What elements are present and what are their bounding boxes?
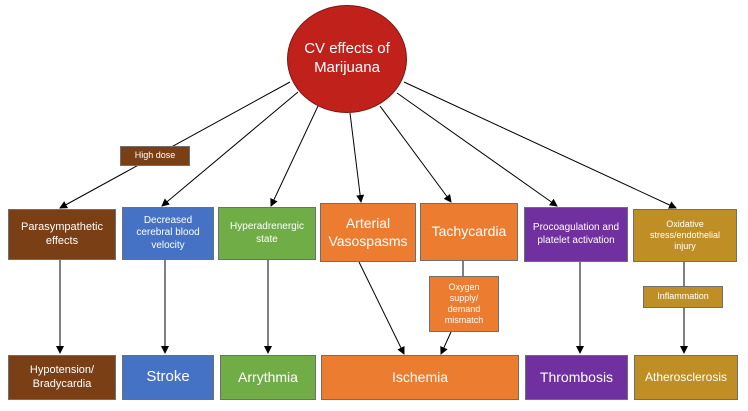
ischemia-outcome: Ischemia [321,355,519,400]
parasympathetic-box: Parasympathetic effects [8,209,116,260]
vasospasms-box: Arterial Vasospasms [320,203,416,262]
cerebral-velocity-box: Decreased cerebral blood velocity [122,207,214,260]
arrow-to-tachycardia [379,105,452,203]
arrow-oxygen-to-ischemia [440,331,452,355]
arrow-to-parasympathetic [59,81,291,209]
oxidative-stress-box: Oxidative stress/endothelial injury [633,209,737,262]
arrythmia-outcome: Arrythmia [220,355,316,400]
thrombosis-outcome: Thrombosis [525,355,628,400]
atherosclerosis-outcome: Atherosclerosis [634,355,738,400]
hypotension-outcome: Hypotension/ Bradycardia [8,355,116,400]
tachycardia-box: Tachycardia [420,203,518,261]
arrow-to-cerebral [161,91,299,207]
hyperadrenergic-box: Hyperadrenergic state [218,207,316,260]
arrow-to-vasospasms [349,112,365,203]
center-node: CV effects of Marijuana [287,5,407,113]
arrow-to-procoagulation [396,92,558,207]
high-dose-label: High dose [120,146,190,166]
stroke-outcome: Stroke [122,355,214,400]
oxygen-mismatch-box: Oxygen supply/ demand mismatch [429,276,499,332]
arrow-to-hyperadrenergic [270,105,319,207]
arrow-to-oxidative [403,81,677,209]
inflammation-box: Inflammation [643,286,723,308]
procoagulation-box: Procoagulation and platelet activation [524,207,628,262]
arrow-vasospasms-to-ischemia [358,261,405,355]
